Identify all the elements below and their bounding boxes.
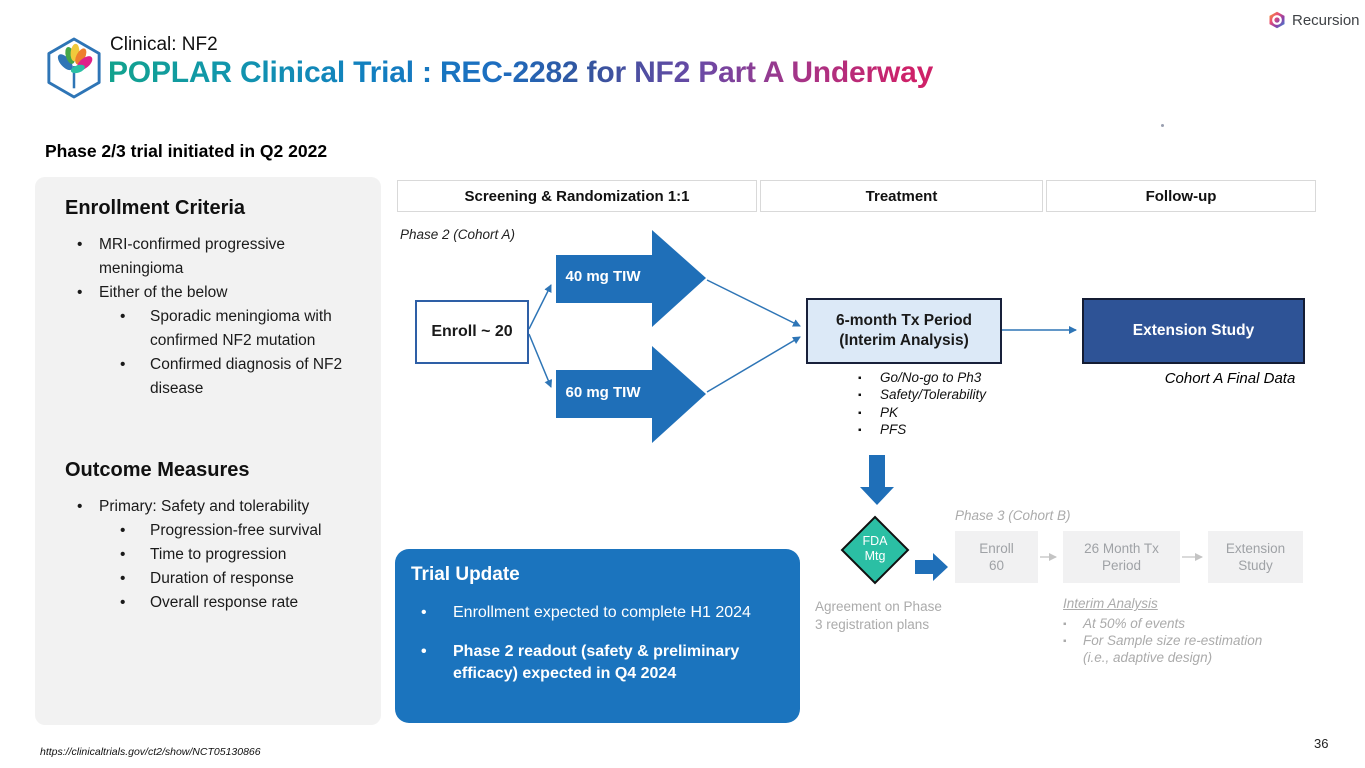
list-item: Overall response rate: [35, 591, 381, 615]
fda-line2: Mtg: [864, 548, 886, 563]
list-item: Primary: Safety and tolerability: [35, 495, 381, 519]
phase3-extension-text: Extension Study: [1225, 541, 1286, 573]
list-item: Confirmed diagnosis of NF2 disease: [35, 353, 381, 401]
list-item: Enrollment expected to complete H1 2024: [411, 602, 763, 624]
trial-update-title: Trial Update: [411, 564, 520, 585]
phase3-extension-box: Extension Study: [1208, 531, 1303, 583]
extension-study-box: Extension Study: [1082, 298, 1305, 364]
tx-period-box: 6-month Tx Period (Interim Analysis): [806, 298, 1002, 364]
interim-analysis-bullets: Go/No-go to Ph3 Safety/Tolerability PK P…: [858, 369, 986, 440]
column-header-screening: Screening & Randomization 1:1: [397, 180, 757, 212]
phase3-tx-period-box: 26 Month Tx Period: [1063, 531, 1180, 583]
column-header-followup: Follow-up: [1046, 180, 1316, 212]
tx-period-line2: (Interim Analysis): [839, 332, 969, 349]
criteria-panel: Enrollment Criteria MRI-confirmed progre…: [35, 177, 381, 725]
source-link[interactable]: https://clinicaltrials.gov/ct2/show/NCT0…: [40, 746, 261, 758]
recursion-logo-icon: [1269, 11, 1285, 29]
arm2-dose-label: 60 mg TIW: [565, 384, 641, 401]
phase3-interim-analysis: Interim Analysis At 50% of events For Sa…: [1063, 595, 1288, 666]
list-item: PFS: [858, 421, 986, 440]
enrollment-criteria-title: Enrollment Criteria: [65, 197, 246, 219]
phase-initiated-heading: Phase 2/3 trial initiated in Q2 2022: [45, 141, 328, 161]
phase3-interim-title: Interim Analysis: [1063, 596, 1158, 611]
page-number: 36: [1314, 736, 1329, 751]
fda-line1: FDA: [862, 534, 888, 548]
slide-eyebrow: Clinical: NF2: [110, 34, 218, 55]
phase3-interim-list: At 50% of events For Sample size re-esti…: [1063, 615, 1288, 666]
column-header-treatment: Treatment: [760, 180, 1043, 212]
list-item: Safety/Tolerability: [858, 386, 986, 405]
trial-update-card: Trial Update Enrollment expected to comp…: [395, 549, 800, 723]
phase2-cohort-label: Phase 2 (Cohort A): [400, 227, 516, 242]
list-item: Duration of response: [35, 567, 381, 591]
brand-name: Recursion: [1292, 11, 1360, 29]
fda-agreement-caption: Agreement on Phase 3 registration plans: [815, 599, 942, 632]
cohort-a-final-data-caption: Cohort A Final Data: [1164, 370, 1296, 387]
phase3-tx-text: 26 Month Tx Period: [1084, 541, 1159, 573]
list-item: Sporadic meningioma with confirmed NF2 m…: [35, 305, 381, 353]
phase3-cohort-label: Phase 3 (Cohort B): [955, 508, 1071, 523]
trial-update-list: Enrollment expected to complete H1 2024 …: [411, 602, 763, 685]
outcome-measures-list: Primary: Safety and tolerability Progres…: [35, 495, 381, 615]
list-item: Either of the below: [35, 281, 381, 305]
list-item: At 50% of events: [1063, 615, 1288, 633]
stray-dot: [1161, 124, 1164, 127]
fda-right-arrow-icon: [915, 553, 948, 581]
arm1-dose-label: 40 mg TIW: [565, 268, 641, 285]
list-item: Phase 2 readout (safety & preliminary ef…: [411, 641, 763, 685]
tx-period-line1: 6-month Tx Period: [835, 312, 973, 329]
brand-logo: Recursion: [1268, 11, 1360, 29]
poplar-logo-icon: [47, 37, 101, 99]
list-item: Progression-free survival: [35, 519, 381, 543]
list-item: MRI-confirmed progressive meningioma: [35, 233, 381, 281]
list-item: PK: [858, 404, 986, 423]
phase3-enroll-text: Enroll 60: [979, 541, 1014, 573]
phase3-enroll-box: Enroll 60: [955, 531, 1038, 583]
down-arrow-icon: [860, 455, 894, 505]
slide-title: POPLAR Clinical Trial : REC-2282 for NF2…: [108, 56, 934, 89]
enroll-20-box: Enroll ~ 20: [415, 300, 529, 364]
list-item: Time to progression: [35, 543, 381, 567]
fda-meeting-label: FDA Mtg: [850, 534, 900, 563]
list-item: Go/No-go to Ph3: [858, 369, 986, 388]
enrollment-criteria-list: MRI-confirmed progressive meningioma Eit…: [35, 233, 381, 401]
list-item: For Sample size re-estimation (i.e., ada…: [1063, 632, 1288, 666]
timeline-header-row: Screening & Randomization 1:1 Treatment …: [397, 180, 1319, 212]
outcome-measures-title: Outcome Measures: [65, 459, 250, 481]
